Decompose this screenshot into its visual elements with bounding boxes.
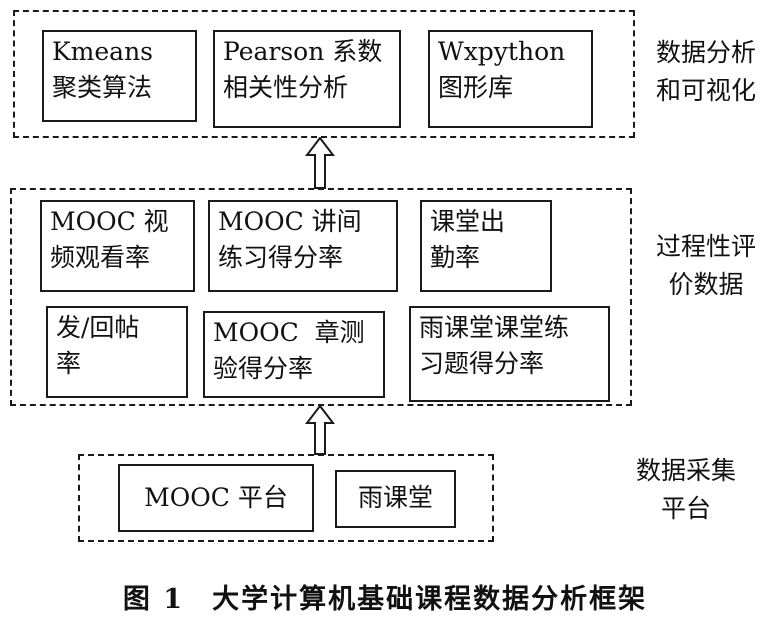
box-line: 频观看率 <box>50 243 151 272</box>
wxpython-box: Wxpython 图形库 <box>428 30 593 128</box>
attendance-box: 课堂出 勤率 <box>420 200 552 292</box>
pearson-box: Pearson 系数 相关性分析 <box>213 30 401 128</box>
box-line: MOOC 平台 <box>144 483 288 512</box>
label-line: 和可视化 <box>655 76 756 105</box>
box-line: 雨课堂 <box>357 483 433 512</box>
box-line: 勤率 <box>430 243 481 272</box>
box-line: Pearson 系数 <box>223 37 383 66</box>
kmeans-box: Kmeans 聚类算法 <box>42 30 197 122</box>
figure-title: 大学计算机基础课程数据分析框架 <box>212 584 648 615</box>
process-layer-label: 过程性评 价数据 <box>646 228 766 304</box>
label-line: 平台 <box>660 494 711 523</box>
mooc-video-box: MOOC 视 频观看率 <box>40 200 195 292</box>
up-arrow-icon <box>305 405 335 455</box>
box-line: 相关性分析 <box>223 73 349 102</box>
box-line: 率 <box>56 349 82 378</box>
box-line: MOOC 视 <box>50 207 169 236</box>
rain-classroom-box: 雨课堂 <box>335 470 456 528</box>
mooc-chapter-test-box: MOOC 章测 验得分率 <box>203 311 385 398</box>
process-layer <box>10 188 632 406</box>
box-line: 练习得分率 <box>218 243 344 272</box>
box-line: Wxpython <box>438 37 566 66</box>
post-reply-box: 发/回帖 率 <box>46 306 188 398</box>
label-line: 数据分析 <box>655 38 756 67</box>
analysis-layer <box>13 10 635 138</box>
label-line: 价数据 <box>668 270 744 299</box>
box-line: 发/回帖 <box>56 313 140 342</box>
box-line: 习题得分率 <box>419 349 545 378</box>
label-line: 数据采集 <box>635 456 736 485</box>
box-line: 聚类算法 <box>52 73 153 102</box>
figure-caption: 图 1 大学计算机基础课程数据分析框架 <box>0 577 770 616</box>
box-line: 图形库 <box>438 73 514 102</box>
mooc-exercise-box: MOOC 讲间 练习得分率 <box>208 200 398 292</box>
analysis-layer-label: 数据分析 和可视化 <box>646 34 766 110</box>
box-line: MOOC 讲间 <box>218 207 362 236</box>
rain-classroom-exercise-box: 雨课堂课堂练 习题得分率 <box>409 306 610 402</box>
box-line: Kmeans <box>52 37 154 66</box>
box-line: 雨课堂课堂练 <box>419 313 570 342</box>
figure-number: 图 1 <box>122 584 185 615</box>
collection-layer-label: 数据采集 平台 <box>626 452 746 528</box>
label-line: 过程性评 <box>655 232 756 261</box>
box-line: 验得分率 <box>213 354 314 383</box>
box-line: 课堂出 <box>430 207 506 236</box>
collection-layer <box>78 454 494 542</box>
box-line: MOOC 章测 <box>213 318 365 347</box>
mooc-platform-box: MOOC 平台 <box>118 464 314 532</box>
up-arrow-icon <box>305 137 335 189</box>
